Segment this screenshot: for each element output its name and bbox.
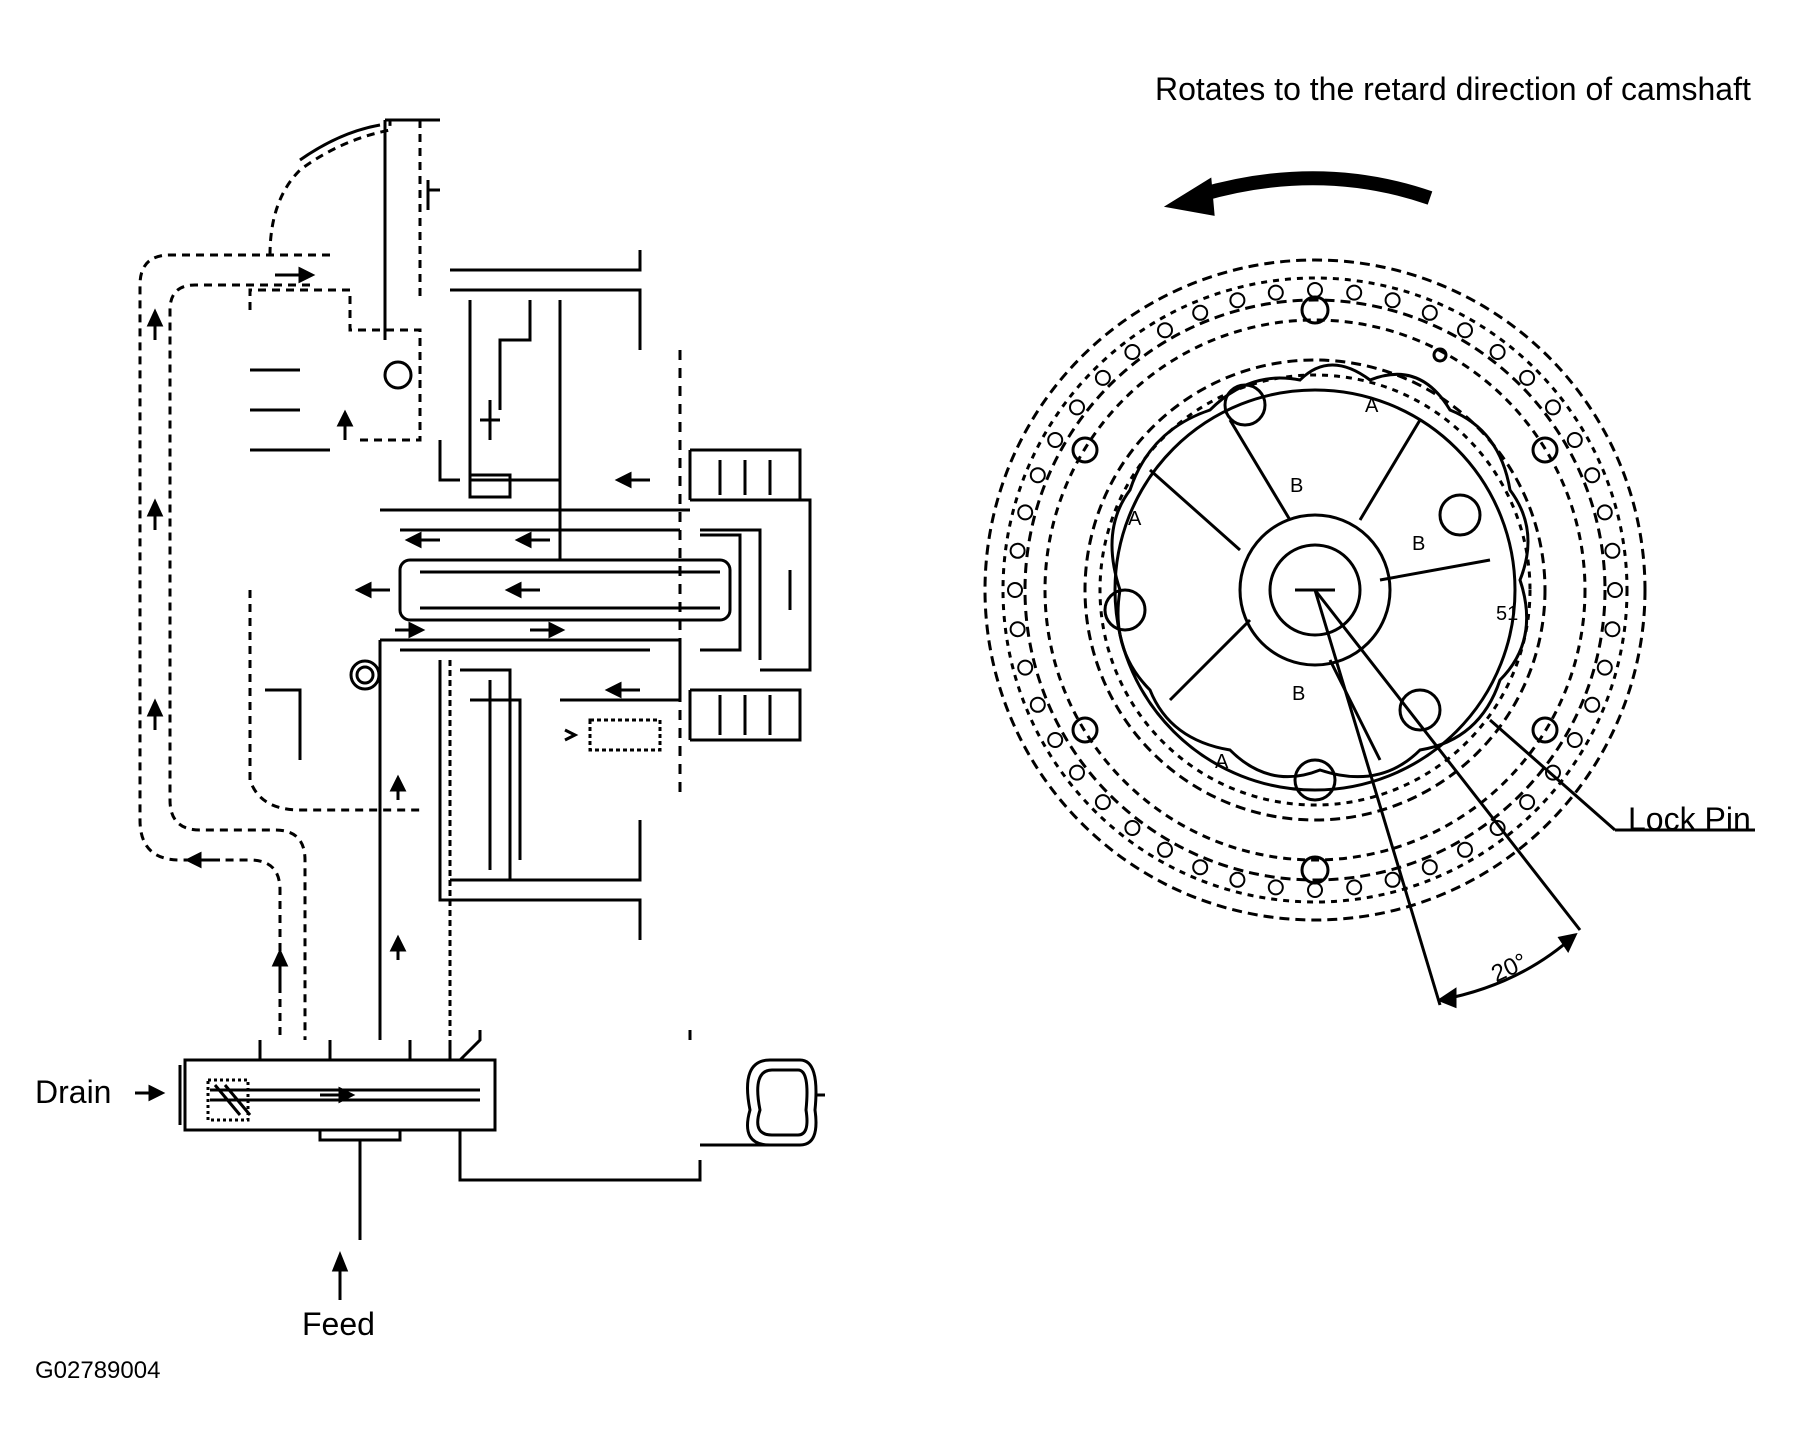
rotor-mark-a-3: A (1365, 395, 1379, 417)
sprocket-tooth (1457, 841, 1473, 858)
sprocket-tooth (1604, 542, 1621, 559)
sprocket-tooth (1069, 764, 1085, 781)
sprocket-tooth (1545, 764, 1561, 781)
sprocket-tooth (1017, 504, 1034, 521)
sprocket-tooth (1545, 399, 1561, 416)
lock-pin-leader (1489, 718, 1616, 832)
sprocket-tooth (1157, 841, 1173, 858)
oil-passage-left-inner (168, 283, 310, 1040)
sprocket-tooth (1489, 344, 1506, 360)
sprocket-tooth (1007, 582, 1023, 598)
sprocket-tooth (1029, 696, 1046, 713)
rotor-mark-b-1: B (1290, 475, 1303, 497)
ocv-valve-body (183, 1058, 497, 1132)
sprocket-tooth (1229, 871, 1246, 888)
feed-label: Feed (302, 1306, 375, 1342)
drain-label: Drain (35, 1074, 111, 1110)
sprocket-tooth (1596, 659, 1613, 676)
sprocket-tooth (1307, 282, 1323, 298)
sprocket-tooth (1596, 504, 1613, 521)
angle-label: 20° (1487, 948, 1531, 988)
sprocket-tooth (1566, 432, 1583, 448)
oil-passage-left-outer (138, 253, 330, 1040)
sprocket-tooth (1124, 344, 1141, 360)
sprocket-tooth (1519, 369, 1536, 386)
sprocket-tooth (1069, 399, 1085, 416)
vvt-rotor-assembly (983, 171, 1755, 1009)
sprocket-tooth (1017, 659, 1034, 676)
sprocket-tooth (1009, 542, 1026, 559)
sprocket-tooth (1421, 859, 1438, 876)
rotation-caption: Rotates to the retard direction of camsh… (1155, 71, 1751, 107)
rotor-mark-number: 51 (1496, 603, 1518, 625)
sprocket-tooth (1192, 859, 1209, 876)
rotor-mark-a-2: A (1215, 751, 1229, 773)
sprocket-tooth (1584, 467, 1601, 484)
sprocket-tooth (1457, 322, 1473, 339)
sprocket-tooth (1421, 304, 1438, 321)
sprocket-outer (983, 258, 1647, 922)
rotor-mark-b-3: B (1292, 683, 1305, 705)
housing-lobes (1110, 363, 1530, 779)
sprocket-tooth (1346, 879, 1363, 896)
ocv-cross-section (138, 118, 825, 1240)
sprocket-tooth (1047, 732, 1064, 748)
rotation-arrow (1198, 171, 1433, 205)
figure-id: G02789004 (35, 1357, 160, 1384)
sprocket-tooth (1192, 304, 1209, 321)
sprocket-tooth (1519, 794, 1536, 811)
sprocket-tooth (1157, 322, 1173, 339)
sprocket-tooth (1307, 882, 1323, 898)
sprocket-tooth (1346, 284, 1363, 301)
sprocket-tooth (1094, 794, 1111, 811)
top-curved-passage (268, 120, 392, 256)
rotor-hub (1238, 513, 1392, 667)
rotor-mark-a-1: A (1128, 508, 1142, 530)
sprocket-tooth (1267, 879, 1284, 896)
sprocket-tooth (1566, 732, 1583, 748)
sprocket-tooth (1124, 820, 1141, 836)
rotor-mark-b-2: B (1412, 533, 1425, 555)
sprocket-tooth (1047, 432, 1064, 448)
sprocket-tooth (1584, 696, 1601, 713)
ocv-connector (746, 1058, 818, 1147)
sprocket-tooth (1607, 582, 1623, 598)
sprocket-tooth (1009, 621, 1026, 638)
sprocket-tooth (1267, 284, 1284, 301)
sprocket-tooth (1384, 292, 1401, 309)
sprocket-tooth (1489, 820, 1506, 836)
flow-arrows (135, 266, 650, 1300)
spool-body (398, 558, 732, 622)
sprocket-tooth (1029, 467, 1046, 484)
rotation-arrowhead (1163, 177, 1215, 216)
lock-pin-spring (588, 718, 662, 752)
sprocket-tooth (1229, 292, 1246, 309)
sprocket-tooth (1604, 621, 1621, 638)
housing-main (248, 288, 422, 442)
sprocket-tooth (1384, 871, 1401, 888)
sprocket-tooth (1094, 369, 1111, 386)
lock-pin-label: Lock Pin (1628, 801, 1751, 837)
